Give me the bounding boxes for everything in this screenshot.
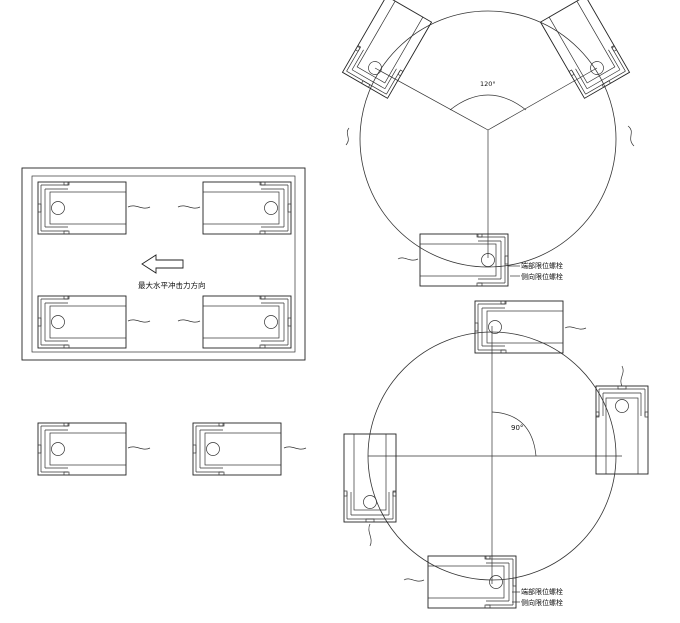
mount-unit-top-circle-left bbox=[342, 0, 432, 99]
four-point-arrangement: 90° 端部限位螺栓 侧向限位螺栓 bbox=[344, 300, 648, 608]
mount-unit-bottom-left bbox=[37, 295, 151, 349]
layout-circle-top bbox=[359, 10, 617, 268]
end-bolt-label-top: 端部限位螺栓 bbox=[521, 261, 563, 270]
three-point-arrangement: 120° 端部限位螺栓 侧向限位螺栓 bbox=[342, 0, 635, 286]
mount-unit-top-left bbox=[37, 181, 151, 235]
mount-unit-top-circle-right bbox=[540, 0, 629, 98]
mount-unit-pair-right bbox=[192, 422, 307, 476]
mount-unit-bottom-circle-top bbox=[474, 300, 587, 354]
angle-label-120: 120° bbox=[480, 80, 496, 88]
mount-unit-bottom-circle-bottom bbox=[403, 556, 516, 608]
side-bolt-label-top: 侧向限位螺栓 bbox=[521, 272, 563, 281]
mount-pair-lower bbox=[37, 422, 307, 476]
side-bolt-label-bottom: 侧向限位螺栓 bbox=[521, 598, 563, 607]
mount-unit-bottom-right bbox=[177, 296, 291, 348]
end-bolt-label-bottom: 端部限位螺栓 bbox=[521, 587, 563, 596]
mount-unit-bottom-circle-right bbox=[596, 386, 648, 474]
angle-label-90: 90° bbox=[511, 424, 523, 432]
mount-unit-pair-left bbox=[37, 422, 151, 476]
arrow-direction-label: 最大水平冲击力方向 bbox=[138, 280, 206, 290]
rectangular-arrangement: 最大水平冲击力方向 bbox=[21, 167, 306, 361]
left-arrow-icon bbox=[141, 254, 184, 274]
mount-unit-top-circle-bottom bbox=[397, 234, 508, 286]
arrangement-frame bbox=[21, 167, 306, 361]
mount-unit-top-right bbox=[177, 182, 291, 234]
